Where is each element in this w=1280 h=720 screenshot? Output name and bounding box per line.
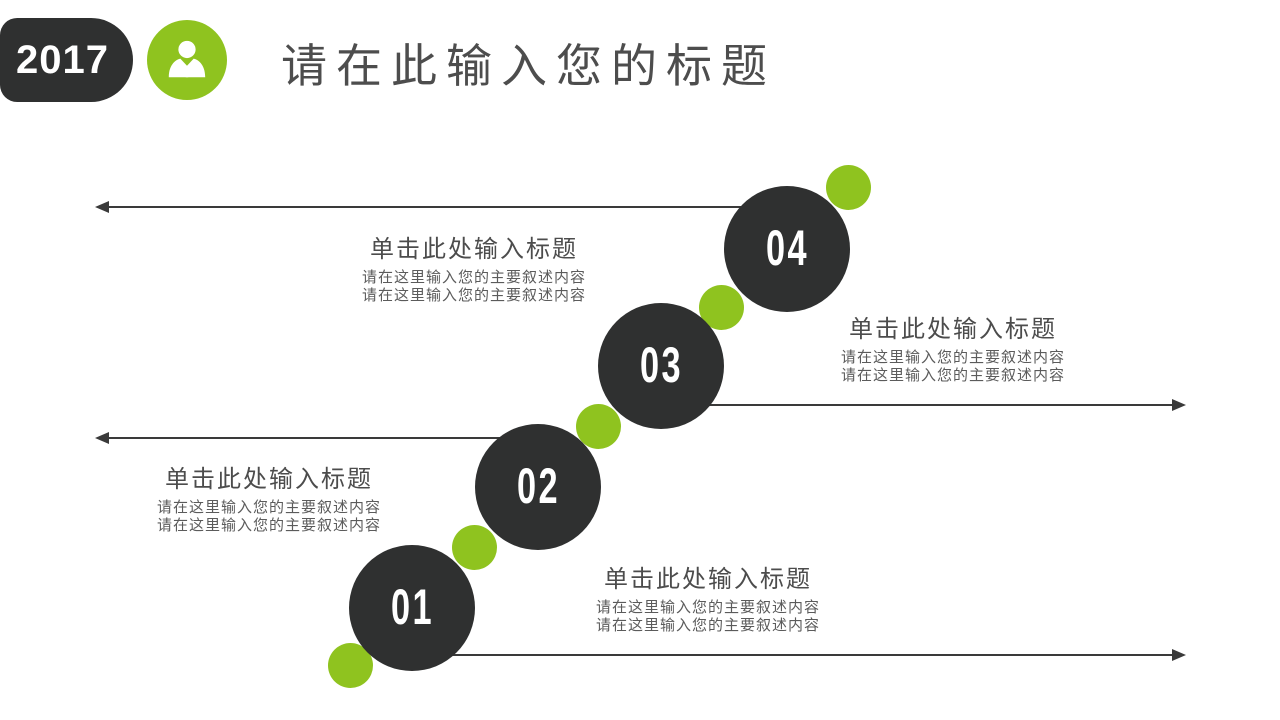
step-number: 04 — [765, 220, 809, 277]
step-number: 01 — [390, 579, 434, 636]
step-circle-02: 02 — [475, 424, 601, 550]
arrow-line-step4 — [100, 206, 790, 208]
step-circle-03: 03 — [598, 303, 724, 429]
arrow-line-step1 — [412, 654, 1180, 656]
arrow-line-step3 — [661, 404, 1180, 406]
arrowhead-left-step4 — [95, 201, 109, 213]
arrow-line-step2 — [100, 437, 538, 439]
green-dot-2-3 — [576, 404, 621, 449]
step-body-line: 请在这里输入您的主要叙述内容 — [361, 269, 586, 286]
step-body-line: 请在这里输入您的主要叙述内容 — [156, 517, 381, 534]
step-text-block-04: 单击此处输入标题 请在这里输入您的主要叙述内容 请在这里输入您的主要叙述内容 — [319, 229, 629, 305]
step-text-block-02: 单击此处输入标题 请在这里输入您的主要叙述内容 请在这里输入您的主要叙述内容 — [114, 459, 424, 535]
step-heading: 单击此处输入标题 — [165, 466, 373, 493]
step-text-block-03: 单击此处输入标题 请在这里输入您的主要叙述内容 请在这里输入您的主要叙述内容 — [798, 309, 1108, 385]
green-dot-1-2 — [452, 525, 497, 570]
year-badge: 2017 — [0, 18, 133, 102]
step-number: 03 — [639, 337, 683, 394]
step-body-line: 请在这里输入您的主要叙述内容 — [595, 617, 820, 634]
step-body-line: 请在这里输入您的主要叙述内容 — [156, 499, 381, 516]
step-heading: 单击此处输入标题 — [604, 566, 812, 593]
person-icon — [164, 37, 210, 83]
step-heading: 单击此处输入标题 — [370, 236, 578, 263]
arrowhead-right-step1 — [1172, 649, 1186, 661]
step-heading: 单击此处输入标题 — [849, 316, 1057, 343]
step-circle-01: 01 — [349, 545, 475, 671]
slide-title: 请在此输入您的标题 — [281, 40, 776, 92]
step-body-line: 请在这里输入您的主要叙述内容 — [595, 599, 820, 616]
step-body-line: 请在这里输入您的主要叙述内容 — [361, 287, 586, 304]
step-text-block-01: 单击此处输入标题 请在这里输入您的主要叙述内容 请在这里输入您的主要叙述内容 — [553, 559, 863, 635]
step-circle-04: 04 — [724, 186, 850, 312]
green-dot-end — [826, 165, 871, 210]
arrowhead-right-step3 — [1172, 399, 1186, 411]
step-body-line: 请在这里输入您的主要叙述内容 — [840, 349, 1065, 366]
step-number: 02 — [516, 458, 560, 515]
step-body-line: 请在这里输入您的主要叙述内容 — [840, 367, 1065, 384]
arrowhead-left-step2 — [95, 432, 109, 444]
person-avatar — [147, 20, 227, 100]
